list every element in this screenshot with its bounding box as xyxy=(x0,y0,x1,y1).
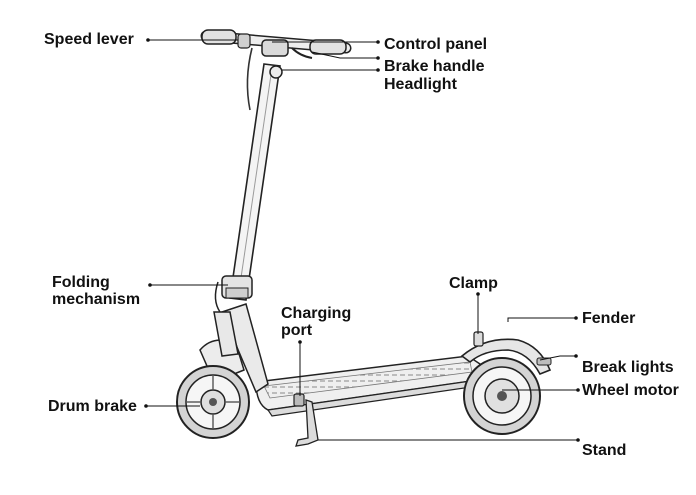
steering-stem xyxy=(229,63,281,301)
label-folding-mechanism: Folding mechanism xyxy=(52,274,140,308)
label-folding-line1: Folding xyxy=(52,274,110,291)
front-wheel xyxy=(176,365,250,439)
rear-wheel xyxy=(463,357,541,435)
rear-fender xyxy=(460,331,552,376)
leader-fender xyxy=(507,316,578,322)
label-speed-lever: Speed lever xyxy=(44,31,134,48)
label-break-lights: Break lights xyxy=(582,359,674,376)
label-charging-line1: Charging xyxy=(281,305,352,322)
folding-mechanism xyxy=(214,275,253,313)
label-folding-line2: mechanism xyxy=(52,291,141,308)
label-control-panel: Control panel xyxy=(384,36,488,53)
leader-lines xyxy=(144,38,580,442)
label-drum-brake: Drum brake xyxy=(48,398,137,415)
label-clamp: Clamp xyxy=(449,275,498,292)
deck xyxy=(255,355,481,417)
kickstand xyxy=(295,399,319,447)
leader-brake-handle xyxy=(311,51,380,60)
label-headlight: Headlight xyxy=(384,76,457,93)
label-stand: Stand xyxy=(582,442,627,459)
front-neck xyxy=(220,303,269,394)
label-charging-line2: port xyxy=(281,322,313,339)
label-wheel-motor: Wheel motor xyxy=(582,382,679,399)
charging-port xyxy=(293,393,305,407)
leader-break-lights xyxy=(539,354,578,361)
label-fender: Fender xyxy=(582,310,636,327)
label-brake-handle: Brake handle xyxy=(384,58,485,75)
label-charging-port: Charging port xyxy=(281,305,351,339)
